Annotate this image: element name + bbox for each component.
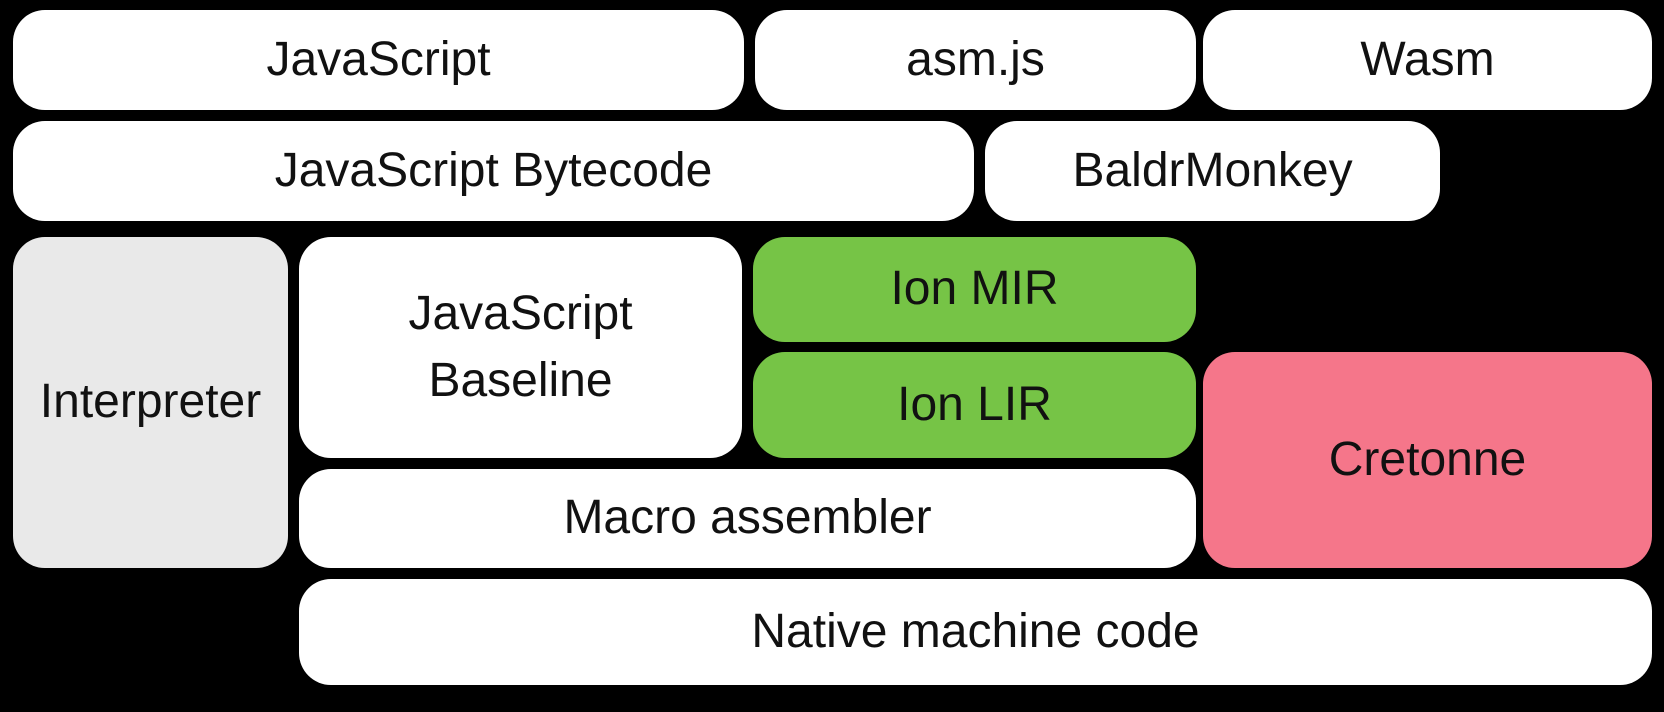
ion-lir-box: Ion LIR [753, 352, 1196, 458]
javascript-box: JavaScript [13, 10, 744, 110]
interpreter-box: Interpreter [13, 237, 288, 568]
asm-js-box: asm.js [755, 10, 1196, 110]
javascript-baseline-box: JavaScript Baseline [299, 237, 742, 458]
cretonne-box: Cretonne [1203, 352, 1652, 568]
native-machine-code-box: Native machine code [299, 579, 1652, 685]
macro-assembler-box: Macro assembler [299, 469, 1196, 568]
baldrmonkey-box: BaldrMonkey [985, 121, 1440, 221]
ion-mir-box: Ion MIR [753, 237, 1196, 342]
wasm-box: Wasm [1203, 10, 1652, 110]
javascript-bytecode-box: JavaScript Bytecode [13, 121, 974, 221]
